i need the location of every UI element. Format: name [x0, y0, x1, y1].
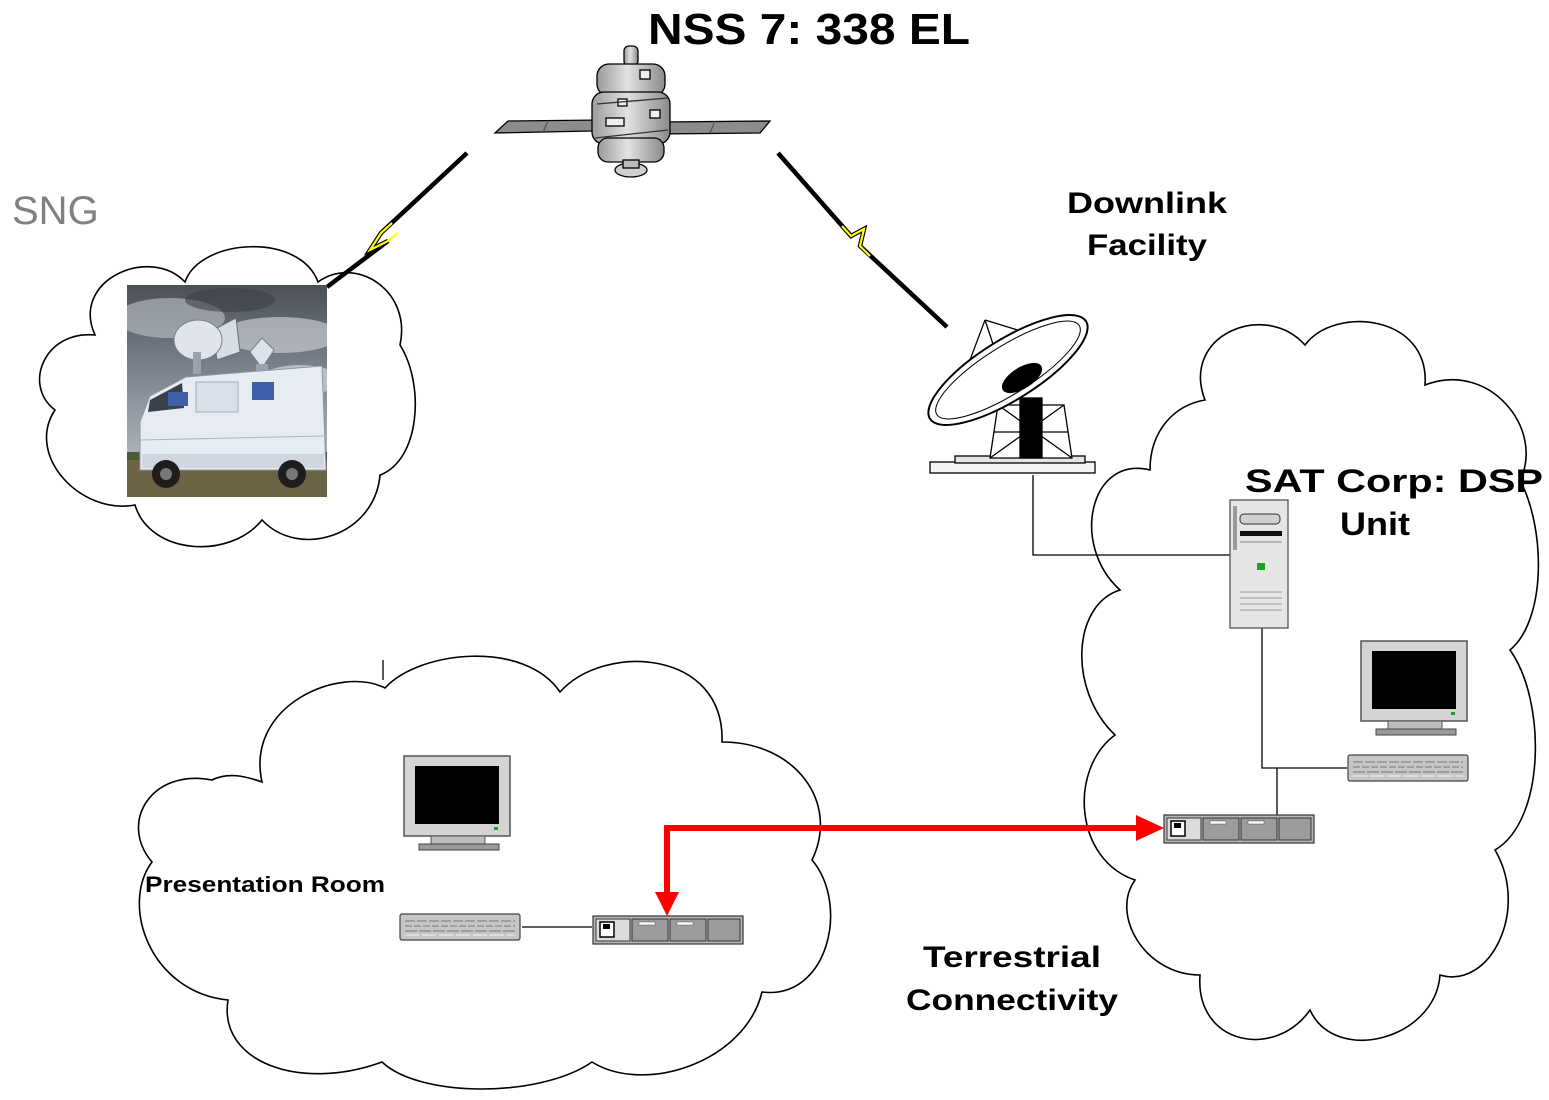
router-icon [1163, 814, 1315, 844]
dsp-unit-label-line1: SAT Corp: DSP [1245, 463, 1543, 499]
solar-panel-left [493, 119, 604, 134]
presentation-room-cloud [137, 655, 832, 1090]
lightning-bolt-icon [366, 222, 399, 253]
sng-van-photo [127, 285, 327, 497]
downlink-facility-cloud [1081, 320, 1540, 1042]
terrestrial-link-arrow [655, 815, 1164, 916]
arrow-head-down [655, 892, 679, 916]
arrow-head-right [1136, 815, 1164, 841]
keyboard-icon [399, 913, 521, 941]
monitor-icon [403, 755, 511, 851]
lightning-bolt-icon [841, 225, 871, 257]
presentation-room-label: Presentation Room [145, 872, 385, 897]
sng-label: SNG [12, 189, 99, 233]
uplink-radio-link [325, 151, 469, 289]
server-to-keyboard-line [1261, 628, 1347, 769]
dsp-unit-label-line2: Unit [1340, 506, 1410, 542]
router-icon [592, 915, 744, 945]
keyboard-icon [1347, 754, 1469, 782]
satellite-icon [493, 45, 772, 178]
terrestrial-label-line2: Connectivity [906, 984, 1118, 1017]
downlink-label-line2: Facility [1087, 229, 1207, 262]
satellite-dish-icon [927, 314, 1096, 474]
downlink-label-line1: Downlink [1067, 187, 1227, 220]
downlink-radio-link [776, 151, 949, 329]
terrestrial-label-line1: Terrestrial [923, 941, 1101, 974]
server-tower-icon [1229, 499, 1289, 629]
monitor-icon [1360, 640, 1468, 736]
dish-to-server-line [1032, 475, 1230, 556]
diagram-title: NSS 7: 338 EL [648, 5, 970, 54]
